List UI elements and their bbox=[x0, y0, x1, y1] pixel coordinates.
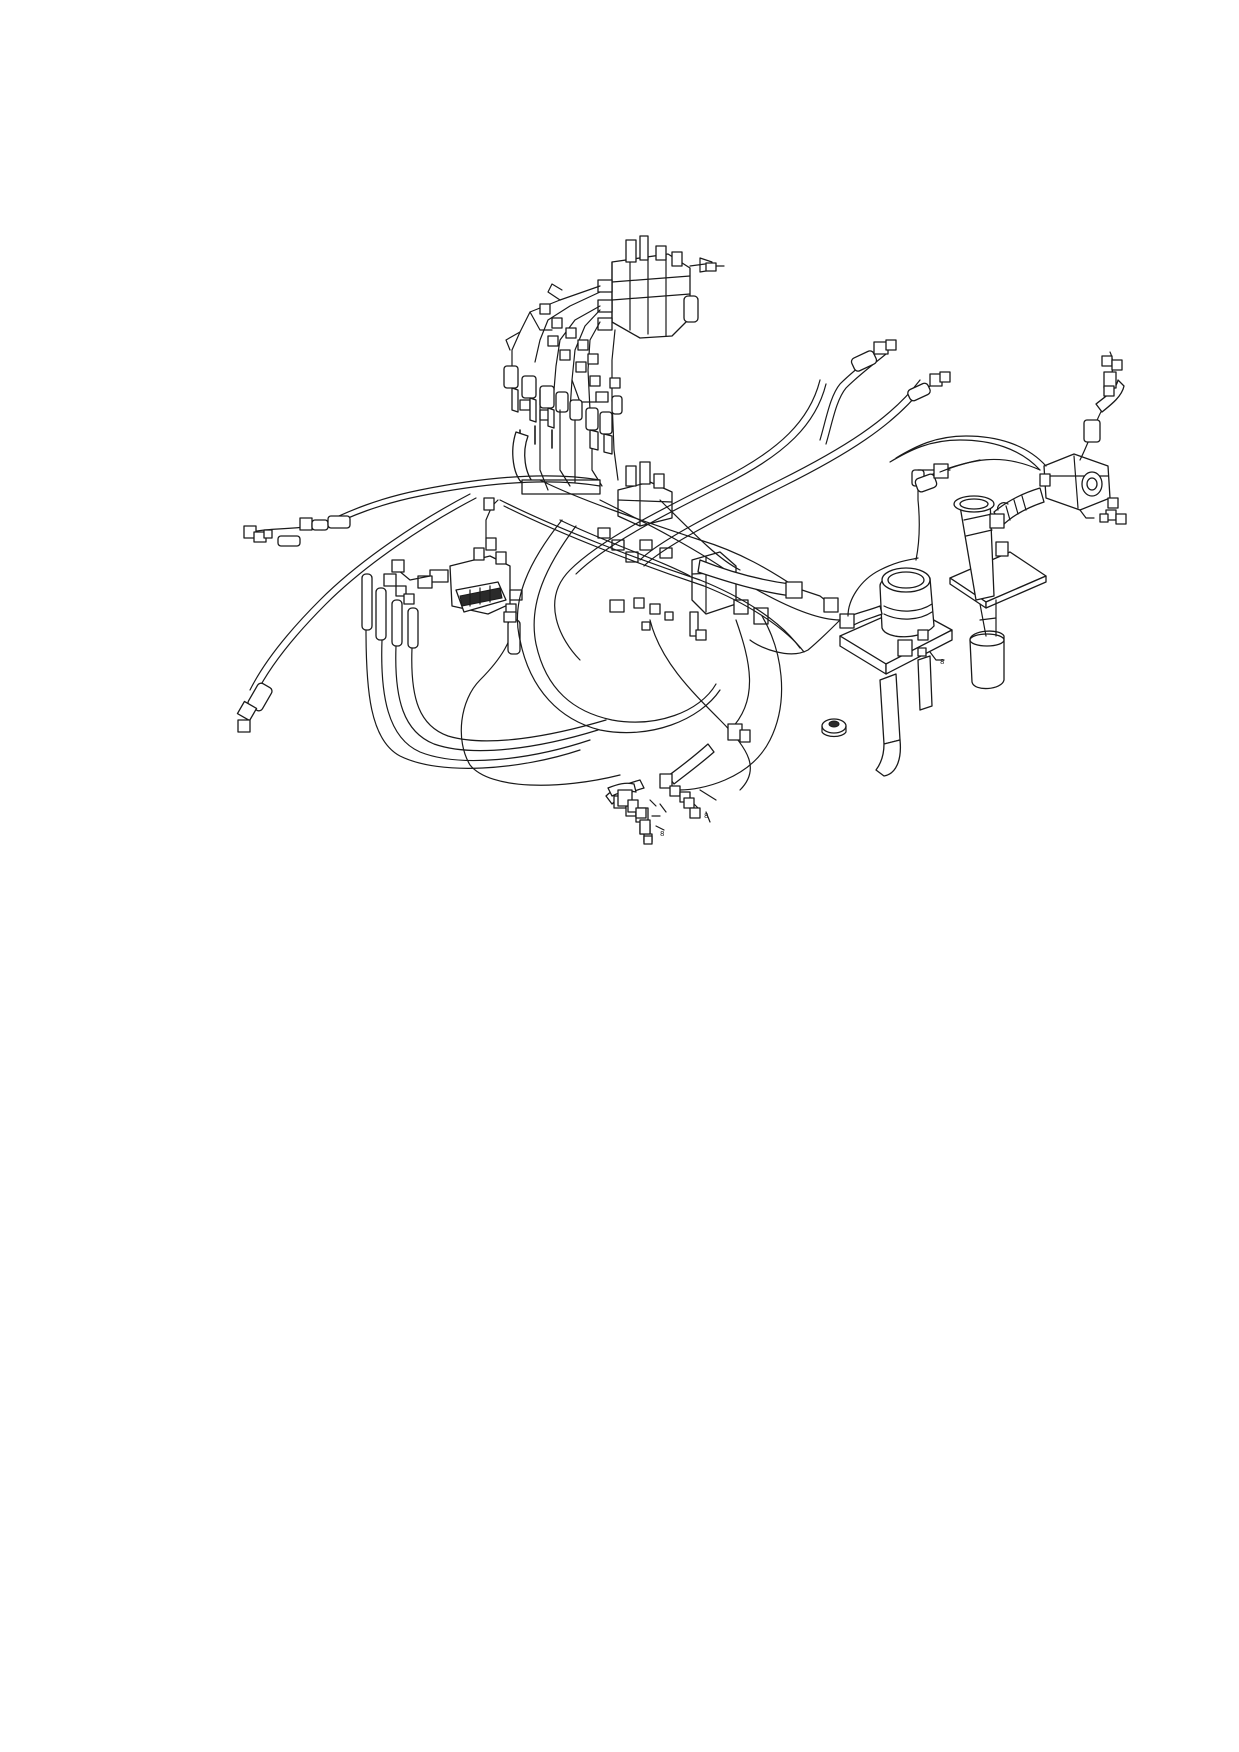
filter-mounting-plate: 8 bbox=[839, 567, 953, 675]
filter-legs bbox=[875, 655, 933, 777]
callout-bottom-left-fitting: 8 bbox=[660, 830, 664, 838]
left-upper-hose bbox=[243, 475, 601, 547]
hydraulic-tank-plate bbox=[949, 551, 1047, 609]
tank-filler-neck bbox=[953, 495, 1009, 601]
suction-filter-canister bbox=[969, 599, 1005, 690]
callout-bottom-center-fitting: 8 bbox=[704, 812, 708, 820]
pilot-hoses bbox=[361, 573, 621, 786]
center-pressure-hose bbox=[697, 559, 839, 613]
center-manifold bbox=[597, 461, 769, 641]
leader-lines bbox=[655, 789, 717, 831]
control-valve-block bbox=[597, 235, 725, 339]
gear-pump bbox=[1039, 453, 1127, 525]
pump-suction-hose bbox=[989, 487, 1045, 529]
upper-right-hose-ends bbox=[819, 339, 1041, 493]
pilot-control-valve bbox=[383, 497, 523, 615]
loose-nut bbox=[821, 718, 847, 738]
left-long-hose bbox=[236, 493, 477, 733]
bottom-hose-terminal: 8 8 bbox=[607, 782, 708, 845]
valve-hose-bundle bbox=[505, 283, 619, 487]
pump-pressure-hose bbox=[889, 351, 1125, 471]
callout-filter-bracket: 8 bbox=[940, 658, 944, 666]
